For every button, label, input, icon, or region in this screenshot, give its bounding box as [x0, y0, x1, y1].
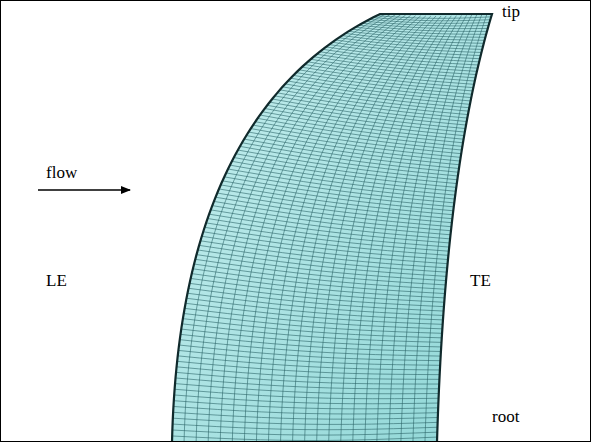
mesh-line: [195, 259, 445, 285]
mesh-line: [217, 193, 452, 223]
mesh-line: [199, 245, 447, 272]
mesh-line: [189, 288, 444, 311]
mesh-line: [211, 210, 450, 239]
mesh-line: [192, 274, 445, 298]
mesh-line: [191, 278, 445, 302]
mesh-line: [413, 15, 482, 442]
tip-label: tip: [502, 3, 520, 20]
mesh-line: [365, 16, 462, 442]
edge-label: TE: [470, 272, 491, 289]
mesh-line: [305, 16, 437, 442]
mesh-line: [277, 93, 467, 118]
mesh-line: [187, 293, 443, 315]
mesh-line: [220, 15, 400, 442]
mesh-line: [332, 42, 480, 55]
mesh-line: [353, 16, 457, 442]
mesh-line: [425, 14, 487, 442]
mesh-line: [275, 96, 467, 122]
mesh-line: [209, 214, 450, 243]
flow-label: flow: [46, 164, 77, 181]
mesh-line: [196, 15, 390, 442]
mesh-line: [317, 16, 442, 442]
edge-label: LE: [46, 272, 67, 289]
mesh-line: [208, 15, 395, 442]
mesh-line: [198, 250, 447, 276]
mesh-line: [335, 40, 481, 53]
mesh-grid: [172, 14, 491, 442]
mesh-line: [214, 201, 451, 230]
mesh-line: [283, 87, 469, 111]
mesh-line: [219, 189, 452, 219]
mesh-line: [197, 255, 447, 281]
mesh-line: [216, 197, 452, 227]
mesh-line: [184, 14, 385, 442]
mesh-line: [184, 313, 442, 333]
mesh-line: [200, 241, 447, 268]
mesh-line: [194, 264, 445, 289]
mesh-line: [377, 15, 467, 442]
mesh-line: [292, 16, 430, 442]
mesh-line: [202, 236, 448, 263]
mesh-line: [193, 269, 445, 294]
mesh-line: [341, 16, 452, 442]
mesh-line: [339, 38, 483, 50]
mesh-line: [389, 15, 472, 442]
root-label: root: [492, 408, 519, 425]
blade-outline: [172, 14, 492, 442]
mesh-line: [280, 90, 468, 115]
mesh-line: [212, 206, 450, 235]
mesh-line: [185, 308, 443, 328]
mesh-line: [268, 16, 420, 442]
mesh-line: [183, 319, 442, 338]
flow-arrow: [38, 189, 130, 191]
